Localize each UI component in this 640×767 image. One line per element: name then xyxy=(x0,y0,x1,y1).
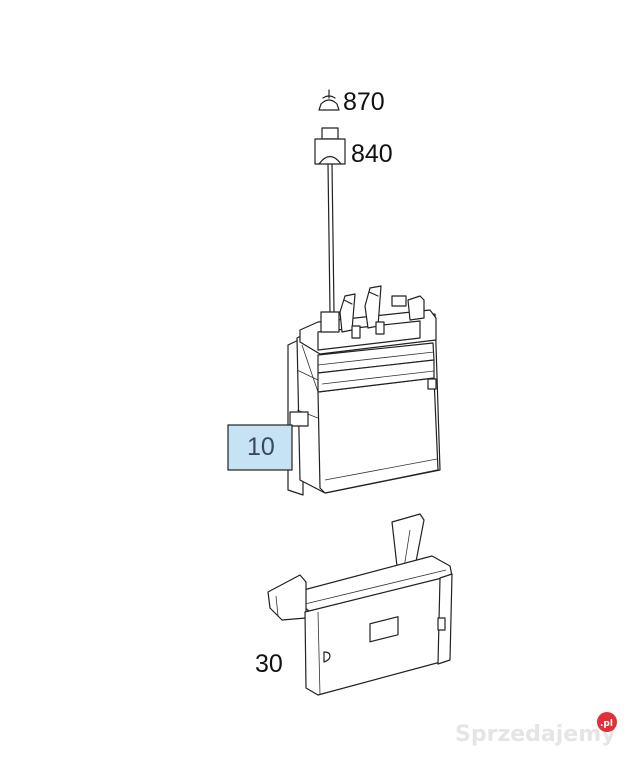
connector-plug-icon xyxy=(314,127,346,165)
part-870-symbol: 870 xyxy=(318,88,385,116)
part-number-840: 840 xyxy=(351,140,393,168)
control-module-10 xyxy=(287,285,441,496)
watermark-text: Sprzedajemy xyxy=(455,722,616,747)
part-number-10: 10 xyxy=(247,433,275,461)
cable-line xyxy=(327,163,335,313)
callout-box xyxy=(227,424,293,471)
part-number-870: 870 xyxy=(343,88,385,116)
watermark-logo: Sprzedajemy .pl xyxy=(455,712,617,747)
part-840-symbol: 840 xyxy=(314,127,393,168)
watermark-dot-icon xyxy=(597,712,617,732)
watermark-suffix: .pl xyxy=(600,719,613,729)
callout-10: 10 xyxy=(227,424,293,471)
pin-icon xyxy=(318,89,340,111)
part-number-30: 30 xyxy=(255,650,283,678)
mounting-bracket-30 xyxy=(267,513,453,696)
